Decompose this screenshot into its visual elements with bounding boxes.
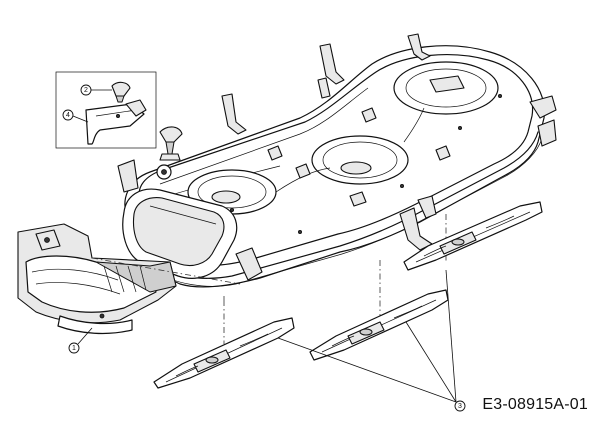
leader-lines <box>72 89 457 403</box>
inset-baffle-part <box>85 99 147 145</box>
inset-knob-part <box>111 81 131 103</box>
mower-blade-left <box>153 317 295 389</box>
callout-label-4: 4 <box>66 112 70 119</box>
callout-label-2: 2 <box>84 87 88 94</box>
callout-part-2: 2 <box>80 84 92 96</box>
callout-label-3: 3 <box>458 403 462 410</box>
discharge-deflector <box>17 223 177 335</box>
callout-part-3: 3 <box>454 400 466 412</box>
deck-knob-lever <box>159 126 183 161</box>
detail-inset <box>55 71 157 149</box>
callout-part-1: 1 <box>68 342 80 354</box>
document-code: E3-08915A-01 <box>482 396 588 413</box>
mower-blade-center <box>309 289 449 361</box>
mower-blade-right <box>403 201 543 271</box>
mower-deck-housing <box>117 33 557 288</box>
callout-label-1: 1 <box>72 345 76 352</box>
callout-part-4: 4 <box>62 109 74 121</box>
